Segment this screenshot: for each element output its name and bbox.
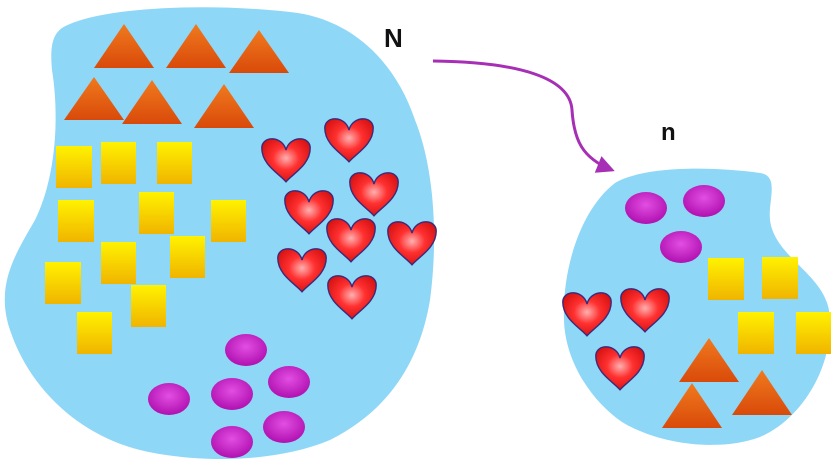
- triangle-shape: [229, 30, 289, 73]
- square-shape: [101, 242, 136, 284]
- heart-shape: [562, 292, 612, 337]
- oval-shape: [268, 366, 310, 398]
- sampling-arrow: [432, 59, 615, 173]
- triangle-shape: [662, 383, 722, 428]
- triangle-shape: [122, 80, 182, 124]
- oval-shape: [683, 185, 725, 217]
- heart-shape: [327, 275, 377, 320]
- sample-ovals: [625, 185, 725, 263]
- square-shape: [101, 142, 136, 184]
- square-shape: [762, 257, 798, 299]
- heart-shape: [595, 346, 645, 391]
- square-shape: [170, 236, 205, 278]
- oval-shape: [211, 426, 253, 458]
- square-shape: [77, 312, 112, 354]
- triangle-shape: [94, 24, 154, 68]
- oval-shape: [225, 334, 267, 366]
- heart-shape: [620, 288, 670, 333]
- heart-shape: [284, 190, 334, 235]
- triangle-shape: [679, 338, 739, 382]
- square-shape: [738, 312, 774, 354]
- sample-squares: [708, 257, 831, 354]
- oval-shape: [660, 231, 702, 263]
- population-squares: [45, 142, 246, 354]
- triangle-shape: [732, 370, 792, 415]
- heart-shape: [261, 138, 311, 183]
- triangle-shape: [64, 77, 124, 120]
- sample-triangles: [662, 338, 792, 428]
- heart-shape: [387, 221, 437, 266]
- population-ovals: [148, 334, 310, 458]
- square-shape: [58, 200, 94, 242]
- square-shape: [211, 200, 246, 242]
- heart-shape: [324, 118, 374, 163]
- population-label: N: [384, 23, 403, 53]
- square-shape: [45, 262, 81, 304]
- triangle-shape: [166, 24, 226, 68]
- oval-shape: [625, 192, 667, 224]
- heart-shape: [277, 248, 327, 293]
- square-shape: [139, 192, 174, 234]
- sample-hearts: [562, 288, 670, 391]
- square-shape: [131, 285, 166, 327]
- square-shape: [56, 146, 92, 188]
- population-triangles: [64, 24, 289, 128]
- heart-shape: [326, 218, 376, 263]
- sample-label: n: [661, 119, 676, 146]
- heart-shape: [349, 172, 399, 217]
- square-shape: [157, 142, 192, 184]
- oval-shape: [148, 383, 190, 415]
- triangle-shape: [194, 84, 254, 128]
- population-hearts: [261, 118, 437, 320]
- oval-shape: [263, 411, 305, 443]
- square-shape: [796, 312, 831, 354]
- oval-shape: [211, 378, 253, 410]
- square-shape: [708, 258, 744, 300]
